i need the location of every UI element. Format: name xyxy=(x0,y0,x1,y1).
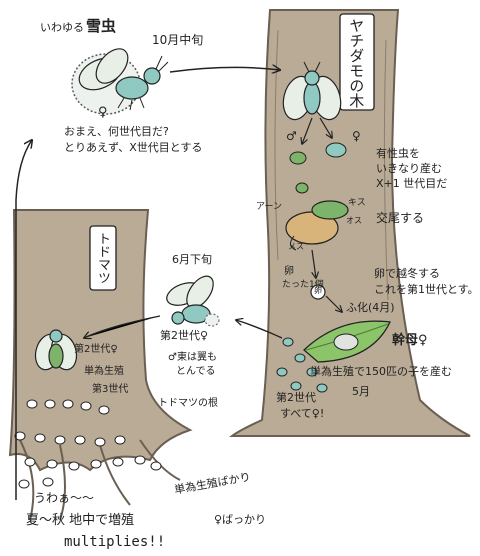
todomatsu-winged-bug xyxy=(34,329,78,371)
snow-bug-note-2: とりあえず、X世代目とする xyxy=(64,141,203,154)
june-desc-2: とんでる xyxy=(176,366,216,377)
parthenogenesis-label: 単為生殖で150匹の子を産む xyxy=(310,365,452,378)
male-tag: オス xyxy=(346,216,362,225)
mating-note-1: 有性虫を xyxy=(376,147,420,160)
todomatsu-label: トドマツ xyxy=(94,232,110,284)
mating-label: 交尾する xyxy=(376,211,425,225)
yachidamo-label: ヤチダモの木 xyxy=(347,18,366,108)
june-flyer xyxy=(166,275,220,327)
title-lead: いわゆる xyxy=(40,21,84,34)
stem-mother-label: 幹母♀ xyxy=(392,333,428,348)
kiss-text: キス xyxy=(348,198,366,208)
female-tag: メス xyxy=(288,242,304,251)
todomatsu-label-box xyxy=(89,225,117,291)
todomatsu-roots-label: トドマツの根 xyxy=(158,398,218,409)
a-n-text: アーン xyxy=(256,202,283,212)
mating-pair xyxy=(285,200,349,251)
todomatsu-parth: 単為生殖 xyxy=(84,366,124,377)
sexual-insects xyxy=(289,142,347,194)
mating-note-3: X+1 世代目だ xyxy=(376,177,448,190)
overwinter-1: 卵で越冬する xyxy=(374,267,440,280)
june-gen-label: 第2世代♀ xyxy=(160,329,209,342)
gen2-label-1: 第2世代 xyxy=(276,391,316,404)
egg-symbol: 卵 xyxy=(314,286,322,295)
snow-bug-illustration xyxy=(71,48,169,115)
underground-bugs xyxy=(14,399,162,489)
june-timing: 6月下旬 xyxy=(172,253,212,266)
todomatsu-gen3: 第3世代 xyxy=(92,384,129,395)
male-symbol: ♂ xyxy=(286,129,297,143)
yachidamo-label-box xyxy=(339,13,375,111)
todomatsu-gen2: 第2世代♀ xyxy=(74,344,118,355)
arrow-to-yachidamo xyxy=(169,67,280,72)
egg-label-2: たった1個 xyxy=(282,280,324,290)
mating-note-2: いきなり産む xyxy=(376,162,442,175)
summer-text: 夏～秋 地中で増殖 xyxy=(26,513,135,528)
multiplies-text: multiplies!! xyxy=(64,534,166,550)
title-name: 雪虫 xyxy=(86,17,117,35)
yachidamo-winged-bug xyxy=(282,61,342,121)
may-label: 5月 xyxy=(352,385,370,398)
overwinter-2: これを第1世代とす。 xyxy=(374,283,479,296)
leaf-stem-mother xyxy=(303,320,391,363)
snow-bug-symbol: ♀ xyxy=(98,105,108,120)
egg-label-1: 卵 xyxy=(284,266,294,277)
female-symbol: ♀ xyxy=(352,129,361,143)
egg xyxy=(310,284,326,300)
only-parth-2: ♀ばっかり xyxy=(214,513,267,526)
gen2-bugs-yachidamo xyxy=(276,337,328,393)
wow-text: うわぁ～～ xyxy=(34,491,95,505)
title-timing: 10月中旬 xyxy=(152,33,204,47)
snow-bug-note-1: おまえ、何世代目だ? xyxy=(64,125,169,138)
hatch-label: ふ化(4月) xyxy=(346,301,395,314)
june-desc-1: ♂東は翼も xyxy=(168,352,217,363)
gen2-label-2: すべて♀! xyxy=(280,407,325,420)
arrow-cycle-return xyxy=(15,140,32,500)
